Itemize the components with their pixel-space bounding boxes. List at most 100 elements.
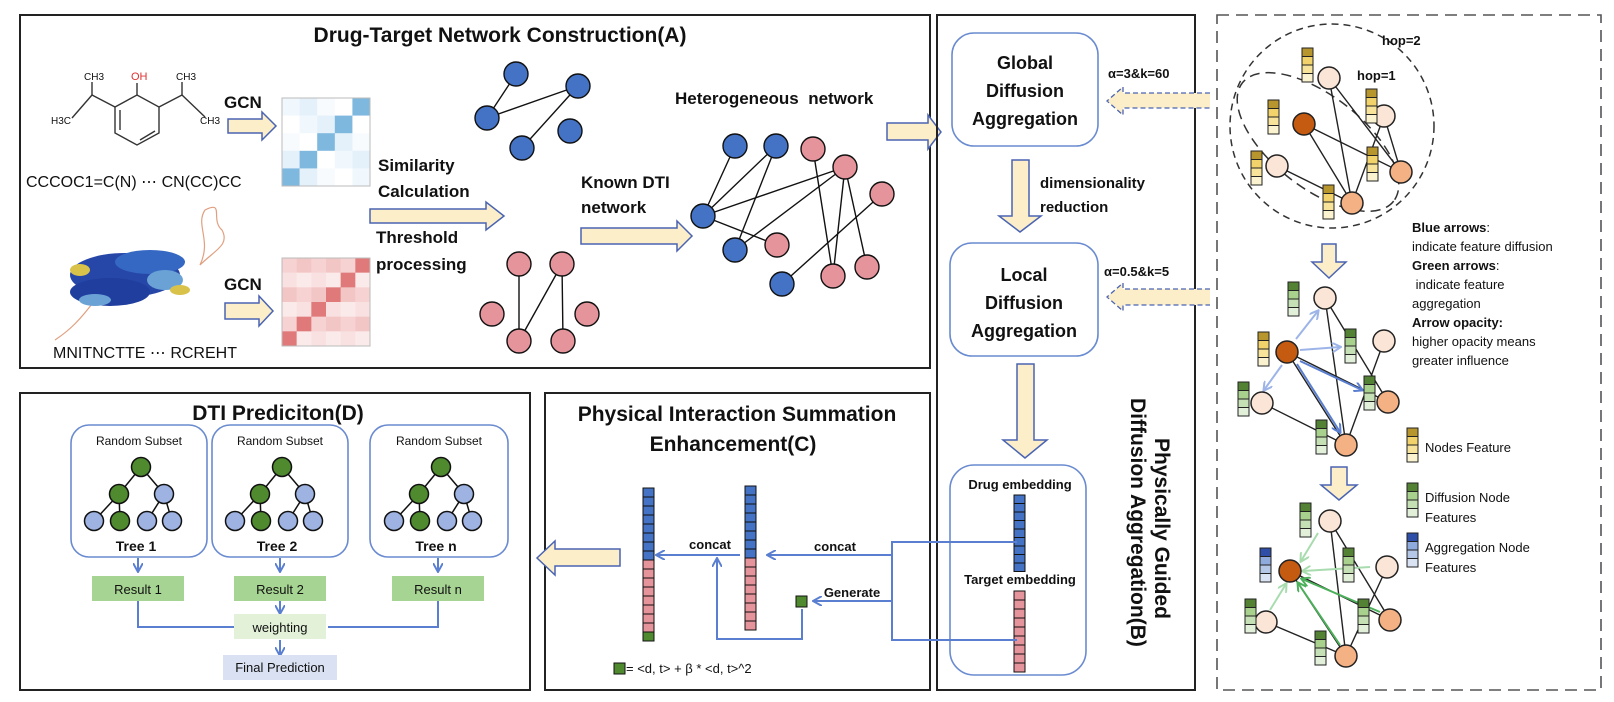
random-subset-label: Random Subset: [237, 434, 324, 448]
legend-blue-title-text: Blue arrows: [1412, 220, 1486, 235]
legend-swatch-cell: [1406, 444, 1419, 454]
graph-node: [1317, 66, 1341, 90]
feature-stack-cell: [1257, 340, 1270, 350]
feature-stack-cell: [1301, 64, 1314, 74]
final-prediction-box: [223, 655, 337, 680]
final-vector-cell: [642, 487, 655, 498]
tree-node: [461, 510, 483, 532]
legend-aggregation-1: Aggregation Node: [1425, 540, 1530, 555]
panel-c-title-2: Enhancement(C): [650, 433, 817, 456]
tree-node: [271, 456, 293, 478]
feature-stack-cell: [1342, 547, 1355, 557]
target-similarity-matrix: [281, 257, 371, 347]
legend-swatch-cell: [1406, 549, 1419, 559]
legend-swatch-cell: [1406, 541, 1419, 551]
graph-node: [1278, 559, 1302, 583]
concat-vector-cell: [744, 584, 757, 595]
matrix-cell: [352, 98, 371, 116]
target-embedding-cell: [1013, 626, 1026, 637]
drug-embedding-vector: [1013, 494, 1026, 572]
formula-symbol: [613, 662, 626, 675]
feature-stack-cell: [1365, 97, 1378, 107]
graph-down-arrow-1: [1310, 243, 1348, 280]
feature-stack-cell: [1259, 564, 1272, 574]
feature-stack-cell: [1322, 201, 1335, 211]
matrix-cell: [340, 272, 356, 288]
concat-vector-cell: [744, 494, 757, 505]
molecule-label-oh: OH: [131, 71, 148, 83]
feature-stack-cell: [1357, 624, 1370, 634]
graph-arrow: [1296, 363, 1340, 432]
matrix-cell: [296, 316, 312, 332]
result-label: Result 1: [114, 582, 162, 597]
tree-node: [224, 510, 246, 532]
matrix-cell: [282, 331, 297, 347]
molecule-label-ch3-r2: CH3: [200, 116, 220, 127]
result-connectors: [137, 601, 439, 655]
matrix-border: [281, 97, 371, 187]
feature-stack-cell: [1342, 573, 1355, 583]
graph-node: [1275, 340, 1299, 364]
random-subset-label: Random Subset: [96, 434, 183, 448]
feature-stack-cell: [1314, 639, 1327, 649]
matrix-cell: [299, 168, 318, 187]
tree-node: [130, 456, 152, 478]
local-params-arrow: [1106, 281, 1210, 313]
graph-node: [1378, 608, 1402, 632]
concat-vector-cell: [744, 557, 757, 568]
feature-graph-aggregation: [1244, 502, 1402, 668]
target-embedding-cell: [1013, 653, 1026, 664]
known-dti-label-1: Known DTI: [581, 173, 670, 192]
drug-molecule-structure: [71, 82, 206, 146]
graph-arrow: [1269, 584, 1286, 611]
matrix-cell: [352, 168, 371, 187]
legend-green-desc-1: indicate feature: [1412, 277, 1505, 292]
graph-node: [1376, 390, 1400, 414]
feature-stack-cell: [1301, 56, 1314, 66]
final-vector-cell: [642, 541, 655, 552]
final-vector-cell: [642, 604, 655, 615]
embedding-connectors: [657, 541, 1017, 641]
matrix-cell: [326, 331, 341, 347]
panel-b-frame: [936, 14, 1196, 691]
concat-vector-cell: [744, 548, 757, 559]
gcn-label-target: GCN: [224, 275, 262, 294]
tree-node: [83, 510, 105, 532]
tree-node: [136, 510, 158, 532]
matrix-cell: [334, 115, 353, 134]
feature-stack-cell: [1363, 375, 1376, 385]
feature-stack-cell: [1315, 445, 1328, 455]
final-vector-cell: [642, 532, 655, 543]
drug-embedding-cell: [1013, 554, 1026, 564]
concat-vector-cell: [744, 485, 757, 496]
concat-label-1: concat: [689, 537, 732, 552]
concat-vector-cell: [744, 566, 757, 577]
matrix-cell: [355, 272, 371, 288]
matrix-cell: [311, 272, 327, 288]
matrix-cell: [282, 98, 300, 116]
tree-node: [302, 510, 324, 532]
hop2-label: hop=2: [1382, 33, 1421, 48]
gcn-arrow-drug: [227, 110, 278, 142]
feature-stack-cell: [1250, 150, 1263, 160]
feature-stack-cell: [1267, 99, 1280, 109]
concat-vector-cell: [744, 503, 757, 514]
local-diffusion-box[interactable]: [949, 242, 1099, 357]
feature-stack-cell: [1344, 328, 1357, 338]
graph-edge: [1328, 77, 1353, 204]
target-embedding-label: Target embedding: [964, 572, 1076, 587]
legend-swatch-cell: [1406, 491, 1419, 501]
global-diffusion-box[interactable]: [951, 32, 1099, 147]
matrix-cell: [340, 331, 356, 347]
matrix-cell: [299, 115, 318, 134]
matrix-cell: [340, 302, 356, 317]
dim-reduction-label-2: reduction: [1040, 199, 1108, 216]
graph-edge: [1276, 165, 1353, 204]
feature-stack-cell: [1363, 401, 1376, 411]
matrix-cell: [282, 115, 300, 134]
panel-c-title-1: Physical Interaction Summation: [578, 403, 897, 426]
final-vector-cell: [642, 568, 655, 579]
feature-stack-cell: [1287, 298, 1300, 308]
final-vector-cell: [642, 595, 655, 606]
feature-stack-cell: [1287, 281, 1300, 291]
